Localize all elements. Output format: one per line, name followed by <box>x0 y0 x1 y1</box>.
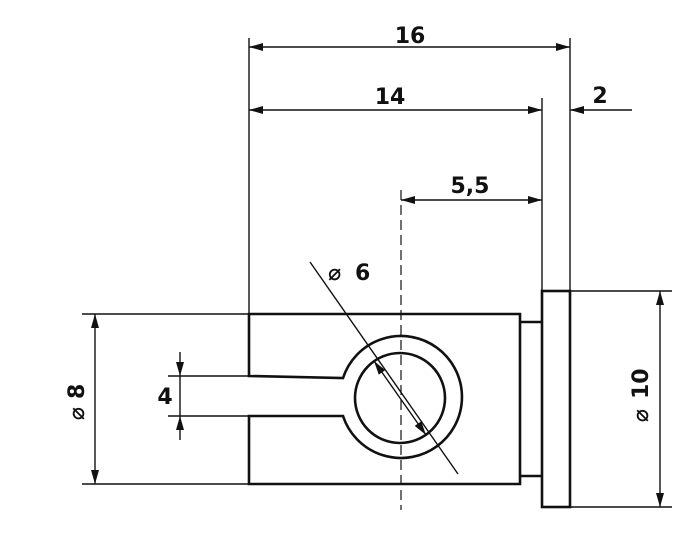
neck-outline <box>520 320 542 478</box>
dimension-hole-diameter: ⌀ 6 <box>309 261 459 475</box>
label-flange-diameter: 10 <box>629 368 654 399</box>
label-body-diameter: 8 <box>65 384 90 399</box>
dimension-body-diameter: ⌀ 8 <box>65 314 99 484</box>
dimension-body-length: 14 <box>249 85 542 114</box>
label-slot-width: 4 <box>157 385 172 410</box>
flange-outline <box>540 289 572 509</box>
label-flange-thickness: 2 <box>592 84 607 109</box>
body-outline <box>247 312 522 486</box>
label-overall-length: 16 <box>395 24 426 49</box>
dimension-center-offset: 5,5 <box>401 174 542 204</box>
symbol-hole-diameter: ⌀ <box>328 261 341 286</box>
dimension-slot-width: 4 <box>157 352 184 440</box>
part-outline <box>247 190 572 510</box>
label-center-offset: 5,5 <box>451 174 490 199</box>
dimension-overall-length: 16 <box>249 24 570 51</box>
dimension-flange-diameter: ⌀ 10 <box>629 291 664 507</box>
symbol-flange-diameter: ⌀ <box>629 409 654 422</box>
symbol-body-diameter: ⌀ <box>65 407 90 420</box>
hole-circle <box>353 351 447 445</box>
label-body-length: 14 <box>375 85 406 110</box>
label-hole-diameter: 6 <box>355 261 370 286</box>
dimension-flange-thickness: 2 <box>570 84 632 114</box>
